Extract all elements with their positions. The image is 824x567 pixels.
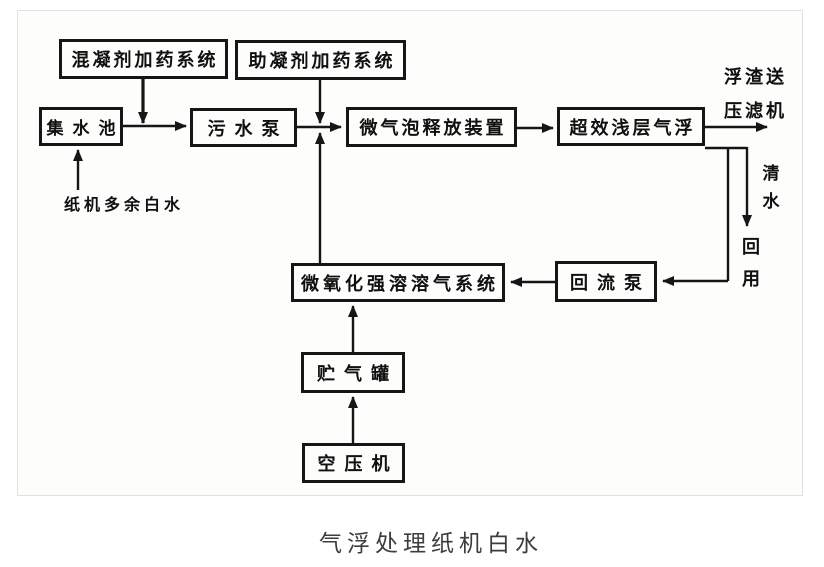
node-gas-storage-tank: 贮气罐 bbox=[301, 352, 405, 393]
label-clear-water: 清 水 bbox=[762, 164, 780, 211]
node-air-compressor: 空压机 bbox=[302, 443, 405, 483]
node-microbubble-release-device: 微气泡释放装置 bbox=[346, 107, 517, 147]
label-excess-white-water: 纸机多余白水 bbox=[64, 197, 185, 214]
node-shallow-air-flotation: 超效浅层气浮 bbox=[557, 107, 705, 146]
node-sewage-pump: 污水泵 bbox=[190, 108, 297, 147]
node-return-pump: 回流泵 bbox=[555, 261, 657, 302]
diagram-panel bbox=[17, 10, 803, 496]
node-coagulant-dosing-system: 混凝剂加药系统 bbox=[59, 39, 228, 79]
label-reuse: 回 用 bbox=[742, 237, 760, 289]
node-flocculant-dosing-system: 助凝剂加药系统 bbox=[235, 40, 406, 80]
node-collecting-tank: 集水池 bbox=[39, 107, 123, 146]
node-dissolved-air-system: 微氧化强溶溶气系统 bbox=[291, 263, 505, 302]
label-scum-to-filter-press: 浮渣送 压滤机 bbox=[724, 67, 787, 121]
diagram-caption: 气浮处理纸机白水 bbox=[319, 530, 543, 556]
